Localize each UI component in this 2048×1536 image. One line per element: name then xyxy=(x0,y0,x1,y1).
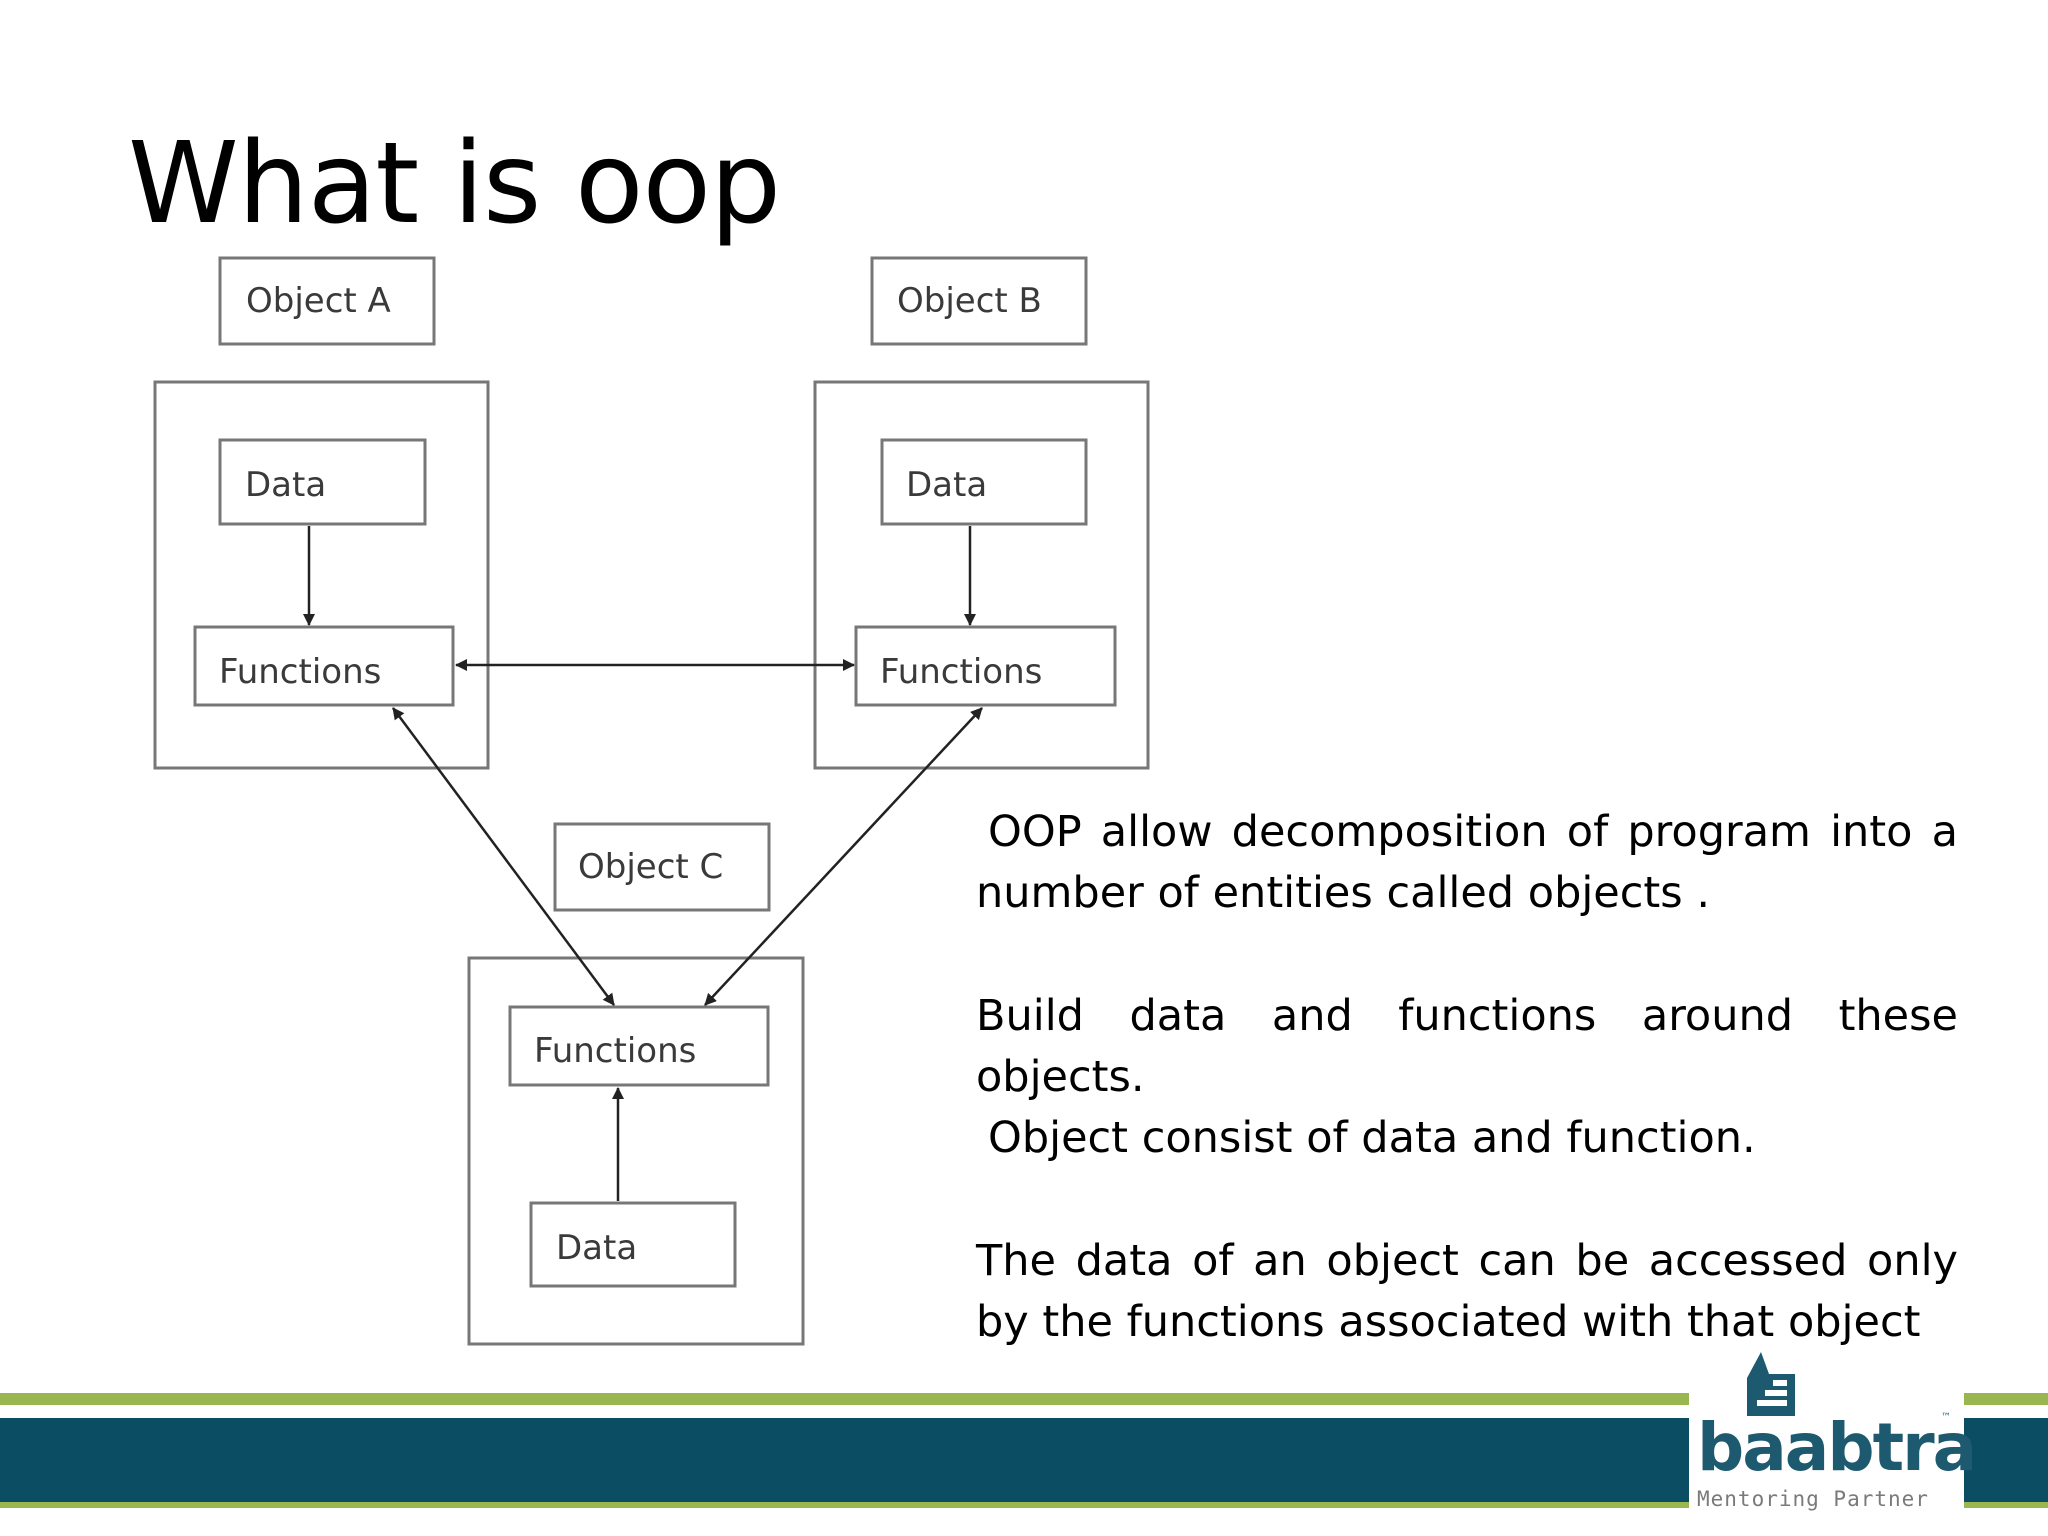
arrow-b-functions-to-c-functions xyxy=(704,707,983,1006)
object-c-container xyxy=(467,956,805,1346)
logo-tagline: Mentoring Partner xyxy=(1697,1487,1929,1511)
paragraph-decomposition: OOP allow decomposition of program into … xyxy=(976,807,1958,918)
paragraph-build-data: Build data and functions around these ob… xyxy=(976,991,1958,1102)
object-a-data-label: Data xyxy=(245,465,326,505)
footer-green-stripe xyxy=(0,1393,2048,1405)
object-b-data-label: Data xyxy=(906,465,987,505)
object-b-data-box xyxy=(880,438,1088,526)
footer-green-underline xyxy=(0,1502,2048,1508)
object-b-functions-label: Functions xyxy=(880,652,1042,692)
object-b-functions-box xyxy=(854,625,1117,707)
object-c-functions-label: Functions xyxy=(534,1031,696,1071)
logo-trademark: ™ xyxy=(1941,1412,1951,1423)
object-c-label: Object C xyxy=(578,847,723,887)
object-a-functions-label: Functions xyxy=(219,652,381,692)
arrow-a-functions-to-c-functions xyxy=(391,707,616,1006)
logo-wordmark: baabtra xyxy=(1697,1409,1977,1486)
paragraph-object-consist: Object consist of data and function. xyxy=(988,1113,1756,1163)
baabtra-logo: baabtra ™ Mentoring Partner xyxy=(1689,1350,1977,1515)
object-c-data-label: Data xyxy=(556,1228,637,1268)
object-a-container xyxy=(153,380,490,770)
slide-title: What is oop xyxy=(128,119,781,249)
object-b-label-box xyxy=(870,256,1088,346)
object-c-functions-box xyxy=(508,1005,770,1087)
object-c-data-box xyxy=(529,1201,737,1288)
paragraph-data-access: The data of an object can be accessed on… xyxy=(976,1236,1958,1347)
object-a-data-box xyxy=(218,438,427,526)
stairs-icon xyxy=(1747,1352,1795,1416)
object-a-label-box xyxy=(218,256,436,346)
object-a-functions-box xyxy=(193,625,455,707)
object-b-label: Object B xyxy=(897,281,1042,321)
object-a-label: Object A xyxy=(246,281,391,321)
